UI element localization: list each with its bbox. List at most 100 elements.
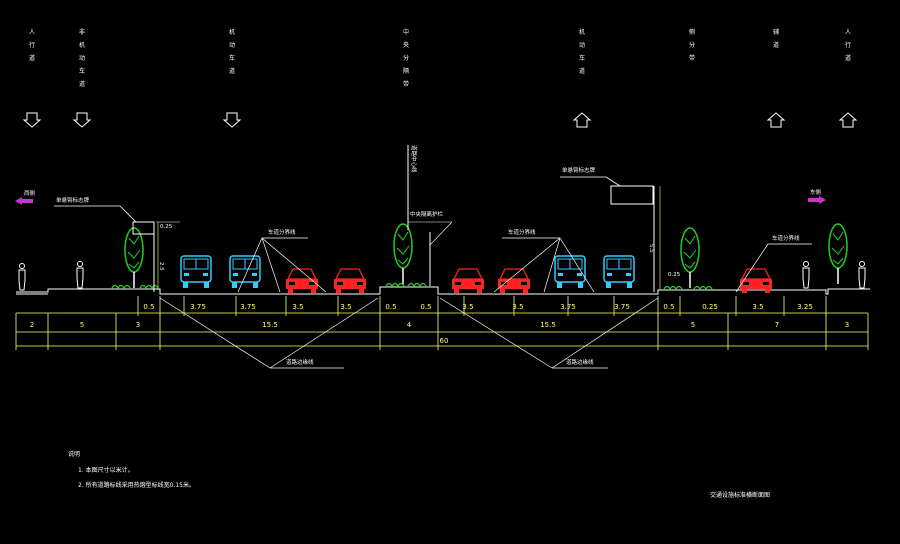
top-label-char: 道: [579, 67, 585, 75]
dim-row1-value: 3.75: [614, 303, 630, 311]
dimension-row-2: 2 5 3 15.5 4 15.5 5 7 3: [15, 313, 869, 350]
top-label-char: 动: [229, 42, 235, 49]
top-label-char: 非: [79, 28, 85, 36]
pedestrians: [18, 261, 866, 291]
top-label-char: 分: [403, 54, 409, 62]
top-label-char: 车: [79, 67, 85, 75]
dim-row2-value: 7: [775, 321, 779, 329]
arrow-down-icon: [222, 112, 242, 128]
notes-title: 说明: [68, 450, 80, 458]
arrow-up-icon: [572, 112, 592, 128]
lane-line-far-label: 车道分界线: [772, 234, 800, 242]
east-label: 东侧: [810, 188, 822, 196]
west-label: 西侧: [24, 189, 36, 197]
height-left-top: 0.25: [160, 224, 173, 230]
ground-profile: [16, 286, 870, 295]
top-label-char: 隔: [403, 67, 409, 75]
top-label-char: 道: [845, 54, 851, 62]
top-label-char: 道: [29, 54, 35, 62]
top-label-char: 行: [845, 41, 851, 49]
note-1: 1. 本图尺寸以米计。: [78, 466, 134, 474]
top-label-char: 道: [229, 67, 235, 75]
dim-row2-value: 3: [845, 321, 849, 329]
notes: 说明 1. 本图尺寸以米计。 2. 所有道路标线采用热熔型标线宽0.15米。: [68, 450, 195, 489]
bus-icon: [229, 255, 261, 289]
dimension-lines: [16, 312, 868, 347]
edge-line-right-label: 道路边缘线: [566, 358, 594, 366]
dim-row1-value: 3.5: [462, 303, 473, 311]
dim-row1-value: 0.5: [385, 303, 396, 311]
top-label-char: 车: [229, 54, 235, 62]
top-label-char: 人: [845, 29, 851, 36]
dim-row2-value: 15.5: [540, 321, 556, 329]
bus-icon: [180, 255, 212, 289]
car-icon: [333, 268, 367, 294]
drawing-title: 交通设施标准横断面图: [710, 491, 770, 499]
dim-row1-value: 3.75: [240, 303, 256, 311]
height-right: 5.5: [648, 244, 654, 253]
note-2: 2. 所有道路标线采用热熔型标线宽0.15米。: [78, 481, 195, 489]
arrow-up-icon: [766, 112, 786, 128]
lane-line-left-label: 车道分界线: [268, 228, 296, 236]
arrow-down-icon: [72, 112, 92, 128]
person-icon: [802, 261, 810, 289]
top-label-char: 机: [229, 28, 235, 36]
height-left: 2.5: [158, 262, 164, 271]
top-label-char: 分: [689, 41, 695, 49]
direction-west: 西侧: [15, 189, 36, 205]
direction-east: 东侧: [808, 188, 826, 204]
top-label-char: 行: [29, 41, 35, 49]
top-label-char: 带: [403, 80, 409, 88]
total-width: 60: [440, 337, 449, 345]
dim-row2-value: 15.5: [262, 321, 278, 329]
top-label-char: 带: [689, 54, 695, 62]
top-label-char: 机: [579, 28, 585, 36]
shrubs: [111, 282, 713, 290]
arrow-down-icon: [22, 112, 42, 128]
tree-icon: [680, 227, 700, 289]
median-pole: [407, 145, 453, 286]
tree-icon: [124, 227, 144, 289]
top-label-char: 道: [79, 80, 85, 88]
edge-line-callouts: [159, 297, 659, 369]
dim-row1-value: 0.5: [663, 303, 674, 311]
dim-row2-value: 5: [80, 321, 84, 329]
sign-left-label: 单悬臂标志牌: [56, 196, 90, 204]
dim-row1-value: 3.5: [752, 303, 763, 311]
sign-right-label: 单悬臂标志牌: [562, 166, 596, 174]
lane-line-callouts: [237, 237, 812, 293]
dim-row2-value: 5: [691, 321, 695, 329]
person-icon: [76, 261, 84, 289]
car-icon: [497, 268, 531, 294]
lane-line-right-label: 车道分界线: [508, 228, 536, 236]
dim-row1-value: 0.25: [702, 303, 718, 311]
top-label-char: 动: [79, 55, 85, 62]
top-label-char: 辅: [773, 28, 779, 36]
top-label-char: 动: [579, 42, 585, 49]
dim-row1-value: 3.25: [797, 303, 813, 311]
dim-row1-value: 3.75: [190, 303, 206, 311]
dim-row2-value: 4: [407, 321, 412, 329]
dim-row2-value: 2: [30, 321, 34, 329]
arrow-left-icon: [15, 197, 33, 205]
height-right-bot: 0.25: [668, 272, 681, 278]
top-label-char: 侧: [689, 28, 695, 36]
top-label-char: 人: [29, 29, 35, 36]
top-label-char: 中: [403, 28, 409, 36]
bus-icon: [603, 255, 635, 289]
top-label-char: 车: [579, 54, 585, 62]
left-sign: [54, 205, 180, 292]
tree-icon: [393, 223, 413, 285]
dim-row1-value: 3.5: [340, 303, 351, 311]
car-icon: [451, 268, 485, 294]
tree-icon: [828, 223, 848, 285]
dim-row1-value: 3.5: [512, 303, 523, 311]
dim-row2-value: 3: [136, 321, 140, 329]
median-sign-label: 中央隔离护栏: [410, 210, 444, 218]
bus-icon: [554, 255, 586, 289]
car-icon: [739, 268, 773, 294]
arrow-right-icon: [808, 196, 826, 204]
